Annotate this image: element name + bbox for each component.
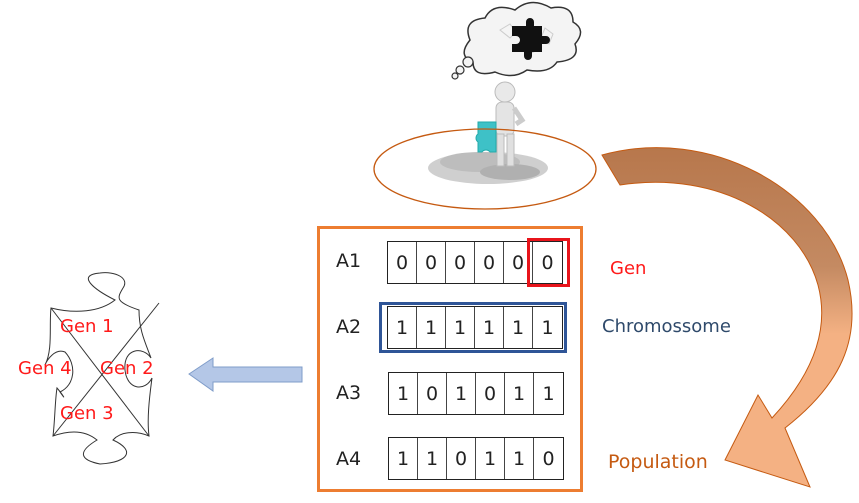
chromosome-a1: 0 0 0 0 0 0 <box>387 241 563 284</box>
gene-cell: 1 <box>418 438 447 479</box>
chromosome-a3: 1 0 1 0 1 1 <box>388 372 564 415</box>
gene-cell: 0 <box>418 373 447 414</box>
gene-cell: 1 <box>505 373 534 414</box>
gene-cell: 0 <box>475 242 504 283</box>
gene-highlight-box <box>527 238 570 287</box>
gene-cell: 1 <box>447 373 476 414</box>
gene-label-2: Gen 2 <box>100 358 154 379</box>
gene-cell: 0 <box>417 242 446 283</box>
curved-arrow-icon <box>601 147 853 488</box>
gene-cell: 0 <box>541 251 554 274</box>
chromosome-a2: 1 1 1 1 1 1 <box>387 306 563 349</box>
chromosome-label: Chromossome <box>602 316 731 337</box>
person-figure-icon <box>494 81 526 167</box>
gene-cell: 1 <box>504 307 533 348</box>
gene-cell: 1 <box>542 382 555 405</box>
gene-cell: 1 <box>505 438 534 479</box>
gen-label: Gen <box>610 258 647 279</box>
chromosome-highlight-box <box>379 302 567 353</box>
gene-cell: 1 <box>389 373 418 414</box>
puzzle-piece-icon <box>44 272 160 465</box>
person-thinking-illustration <box>428 1 582 184</box>
gene-label-1: Gen 1 <box>60 316 114 337</box>
population-box <box>317 226 583 492</box>
gene-cell: 0 <box>504 242 533 283</box>
gene-cell: 1 <box>475 307 504 348</box>
gene-cell: 1 <box>446 307 475 348</box>
gene-cell: 0 <box>388 242 417 283</box>
gene-cell: 0 <box>476 373 505 414</box>
row-label-a1: A1 <box>336 250 362 272</box>
gene-label-4: Gen 4 <box>18 358 72 379</box>
population-label: Population <box>608 451 708 473</box>
gene-cell: 1 <box>541 316 554 339</box>
gene-label-3: Gen 3 <box>60 403 114 424</box>
left-arrow-icon <box>188 357 303 392</box>
row-label-a2: A2 <box>336 316 362 338</box>
gene-cell: 1 <box>476 438 505 479</box>
gene-cell: 0 <box>542 447 555 470</box>
population-ellipse <box>373 128 597 210</box>
gene-cell: 0 <box>446 242 475 283</box>
row-label-a3: A3 <box>336 382 362 404</box>
gene-cell: 0 <box>447 438 476 479</box>
gene-cell: 1 <box>388 307 417 348</box>
chromosome-a4: 1 1 0 1 1 0 <box>388 437 564 480</box>
row-label-a4: A4 <box>336 448 362 470</box>
gene-cell: 1 <box>417 307 446 348</box>
gene-cell: 1 <box>389 438 418 479</box>
thought-cloud-icon <box>451 1 582 80</box>
